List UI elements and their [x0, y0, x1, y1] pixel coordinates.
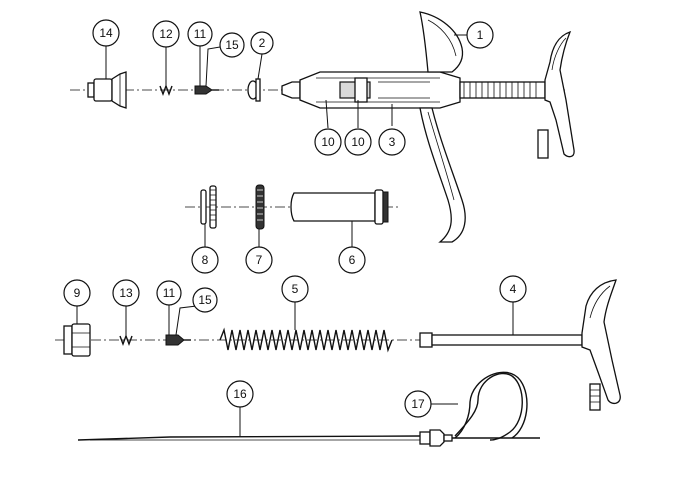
- callout-11a-label: 11: [194, 27, 207, 41]
- part-4-plunger: [419, 279, 621, 411]
- part-14-cap: [87, 71, 127, 109]
- part-8-oring: [200, 185, 217, 229]
- callout-12-label: 12: [159, 27, 173, 41]
- part-17-hose-coil: [454, 371, 528, 441]
- callout-2: 2: [250, 31, 274, 55]
- callout-14: 14: [92, 19, 120, 47]
- callout-9: 9: [63, 279, 91, 307]
- callout-11a: 11: [187, 21, 213, 47]
- part-11-valve: [194, 85, 219, 95]
- callout-7-label: 7: [256, 253, 263, 267]
- callout-8: 8: [191, 246, 219, 274]
- callout-14-label: 14: [99, 26, 113, 40]
- callout-3: 3: [378, 128, 406, 156]
- assembled-syringe: [281, 11, 575, 243]
- callout-10a-label: 10: [321, 135, 335, 149]
- part-11-valve-lower: [165, 334, 191, 346]
- part-7-ring: [255, 184, 265, 230]
- leader-lines: [76, 34, 514, 437]
- callout-17: 17: [404, 390, 432, 418]
- part-16-feed-tube: [77, 429, 540, 447]
- callout-1-label: 1: [477, 28, 484, 42]
- callout-8-label: 8: [202, 253, 209, 267]
- callout-4: 4: [499, 275, 527, 303]
- callout-5-label: 5: [292, 282, 299, 296]
- callout-6: 6: [338, 246, 366, 274]
- callout-10b-label: 10: [351, 135, 365, 149]
- callout-1: 1: [466, 21, 494, 49]
- callout-2-label: 2: [259, 36, 266, 50]
- callout-15a: 15: [219, 32, 245, 58]
- callout-17-label: 17: [411, 397, 425, 411]
- callout-13-label: 13: [119, 286, 133, 300]
- callout-16-label: 16: [233, 387, 247, 401]
- callout-6-label: 6: [349, 253, 356, 267]
- part-2-washer: [247, 78, 261, 102]
- callout-11b-label: 11: [163, 286, 176, 300]
- callout-15b-label: 15: [198, 293, 212, 307]
- part-5-spring: [219, 327, 393, 353]
- callout-10a: 10: [314, 128, 342, 156]
- callout-7: 7: [245, 246, 273, 274]
- callout-10b: 10: [344, 128, 372, 156]
- callout-13: 13: [112, 279, 140, 307]
- callout-12: 12: [152, 20, 180, 48]
- part-13-small-spring: [119, 334, 133, 346]
- part-6-barrel: [290, 189, 389, 225]
- callout-16: 16: [226, 380, 254, 408]
- callout-3-label: 3: [389, 135, 396, 149]
- callout-15b: 15: [192, 287, 218, 313]
- part-9-nut: [63, 323, 91, 357]
- callout-5: 5: [281, 275, 309, 303]
- callout-4-label: 4: [510, 282, 517, 296]
- callout-9-label: 9: [74, 286, 81, 300]
- callout-15a-label: 15: [225, 38, 239, 52]
- callout-11b: 11: [156, 280, 182, 306]
